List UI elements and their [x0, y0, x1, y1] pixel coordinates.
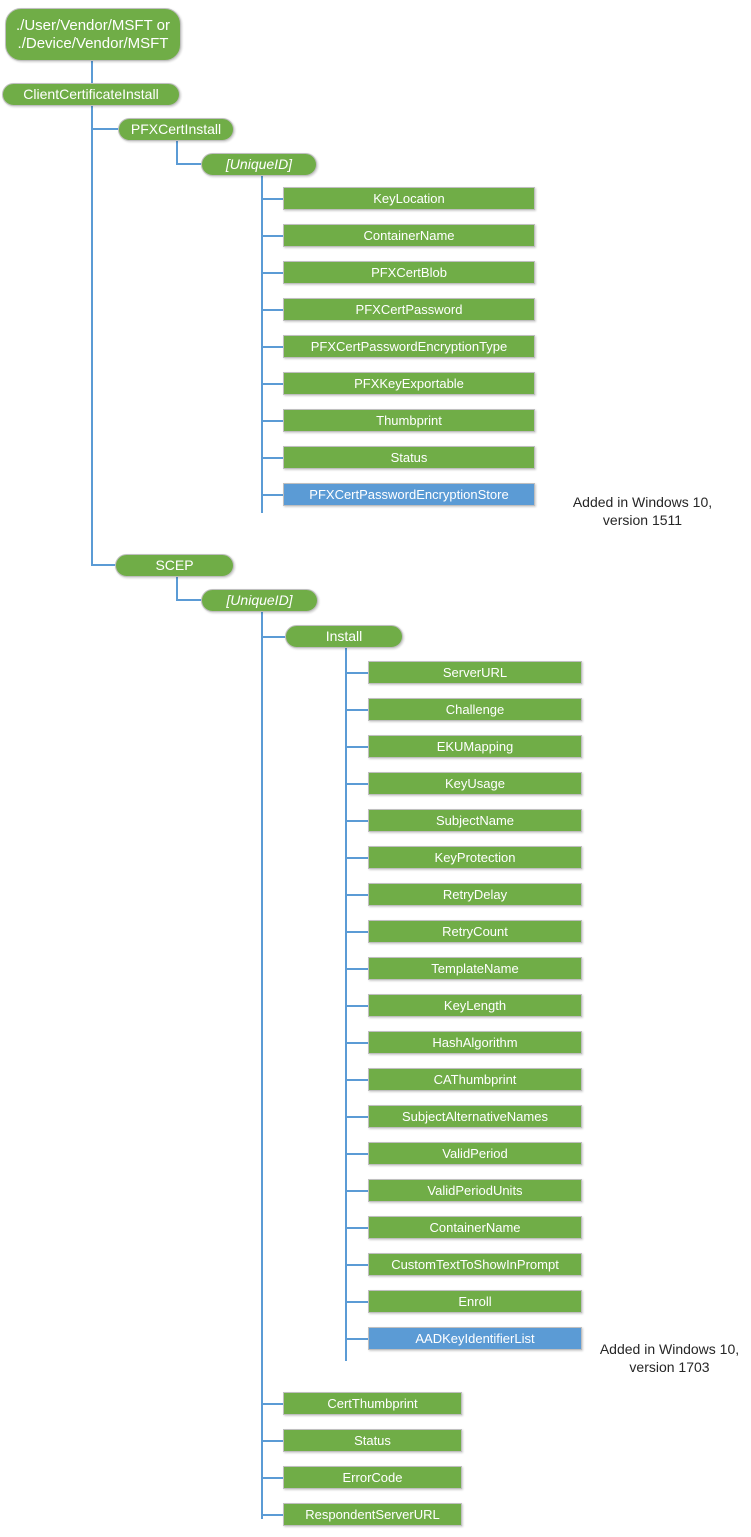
connector-stub [345, 819, 368, 822]
connector-stub [345, 1300, 368, 1303]
connector-stub [345, 1337, 368, 1340]
connector-root-spine [91, 60, 93, 93]
install-node-validperiod[interactable]: ValidPeriod [368, 1142, 582, 1165]
install-node-ekumapping[interactable]: EKUMapping [368, 735, 582, 758]
install-node-customtexttoshowinprompt[interactable]: CustomTextToShowInPrompt [368, 1253, 582, 1276]
connector-stub [261, 308, 283, 311]
connector-stub [345, 1189, 368, 1192]
note-aad-added-version: Added in Windows 10, version 1703 [599, 1341, 740, 1375]
install-node-validperiodunits[interactable]: ValidPeriodUnits [368, 1179, 582, 1202]
connector-stub [261, 345, 283, 348]
connector-cci-spine [91, 104, 93, 566]
node-scep[interactable]: SCEP [115, 554, 234, 577]
scep-node-certthumbprint[interactable]: CertThumbprint [283, 1392, 462, 1415]
pfx-node-pfxcertpasswordencryptionstore[interactable]: PFXCertPasswordEncryptionStore [283, 483, 535, 506]
connector-stub [261, 382, 283, 385]
connector-stub [345, 1226, 368, 1229]
pfx-node-pfxcertpasswordencryptiontype[interactable]: PFXCertPasswordEncryptionType [283, 335, 535, 358]
connector-stub [345, 1263, 368, 1266]
connector-stub [345, 745, 368, 748]
node-install[interactable]: Install [285, 625, 403, 648]
connector-stub [261, 234, 283, 237]
connector-pfx-spine [176, 140, 178, 164]
install-node-containername[interactable]: ContainerName [368, 1216, 582, 1239]
install-node-subjectalternativenames[interactable]: SubjectAlternativeNames [368, 1105, 582, 1128]
connector-stub [345, 1078, 368, 1081]
install-node-challenge[interactable]: Challenge [368, 698, 582, 721]
connector-cci-to-scep [91, 564, 117, 566]
connector-stub [345, 1004, 368, 1007]
install-node-keyusage[interactable]: KeyUsage [368, 772, 582, 795]
install-node-subjectname[interactable]: SubjectName [368, 809, 582, 832]
connector-stub [261, 1476, 283, 1479]
install-node-enroll[interactable]: Enroll [368, 1290, 582, 1313]
connector-stub [261, 493, 283, 496]
pfx-node-pfxcertpassword[interactable]: PFXCertPassword [283, 298, 535, 321]
pfx-node-status[interactable]: Status [283, 446, 535, 469]
scep-node-respondentserverurl[interactable]: RespondentServerURL [283, 1503, 462, 1526]
connector-scep-uid-spine [261, 611, 263, 1519]
connector-pfx-uid-spine [261, 176, 263, 513]
install-node-serverurl[interactable]: ServerURL [368, 661, 582, 684]
pfx-node-thumbprint[interactable]: Thumbprint [283, 409, 535, 432]
pfx-node-containername[interactable]: ContainerName [283, 224, 535, 247]
node-root[interactable]: ./User/Vendor/MSFT or ./Device/Vendor/MS… [5, 8, 181, 61]
pfx-node-pfxkeyexportable[interactable]: PFXKeyExportable [283, 372, 535, 395]
install-node-aadkeyidentifierlist[interactable]: AADKeyIdentifierList [368, 1327, 582, 1350]
connector-cci-to-pfx [91, 128, 132, 130]
connector-stub [345, 930, 368, 933]
install-node-retrycount[interactable]: RetryCount [368, 920, 582, 943]
connector-stub [345, 1041, 368, 1044]
connector-stub [261, 419, 283, 422]
scep-node-errorcode[interactable]: ErrorCode [283, 1466, 462, 1489]
install-node-templatename[interactable]: TemplateName [368, 957, 582, 980]
install-node-retrydelay[interactable]: RetryDelay [368, 883, 582, 906]
pfx-node-pfxcertblob[interactable]: PFXCertBlob [283, 261, 535, 284]
scep-node-status[interactable]: Status [283, 1429, 462, 1452]
install-node-hashalgorithm[interactable]: HashAlgorithm [368, 1031, 582, 1054]
connector-stub [261, 1439, 283, 1442]
connector-stub [345, 856, 368, 859]
node-pfx-cert-install[interactable]: PFXCertInstall [118, 118, 234, 141]
connector-stub [261, 1402, 283, 1405]
install-node-cathumbprint[interactable]: CAThumbprint [368, 1068, 582, 1091]
note-pfx-added-version: Added in Windows 10, version 1511 [572, 494, 713, 528]
install-node-keylength[interactable]: KeyLength [368, 994, 582, 1017]
connector-stub [345, 708, 368, 711]
connector-stub [345, 671, 368, 674]
node-pfx-unique-id[interactable]: [UniqueID] [201, 153, 317, 176]
connector-stub [345, 782, 368, 785]
connector-stub [345, 967, 368, 970]
install-node-keyprotection[interactable]: KeyProtection [368, 846, 582, 869]
connector-stub [345, 893, 368, 896]
connector-stub [261, 456, 283, 459]
node-scep-unique-id[interactable]: [UniqueID] [201, 589, 318, 612]
connector-stub [261, 1513, 283, 1516]
connector-stub [261, 271, 283, 274]
connector-scep-uid-to-install [261, 636, 287, 638]
connector-stub [261, 197, 283, 200]
connector-scep-spine [176, 576, 178, 600]
connector-pfx-to-uid [176, 163, 204, 165]
connector-stub [345, 1152, 368, 1155]
pfx-node-keylocation[interactable]: KeyLocation [283, 187, 535, 210]
connector-stub [345, 1115, 368, 1118]
node-client-certificate-install[interactable]: ClientCertificateInstall [2, 83, 180, 106]
connector-scep-to-uid [176, 599, 205, 601]
